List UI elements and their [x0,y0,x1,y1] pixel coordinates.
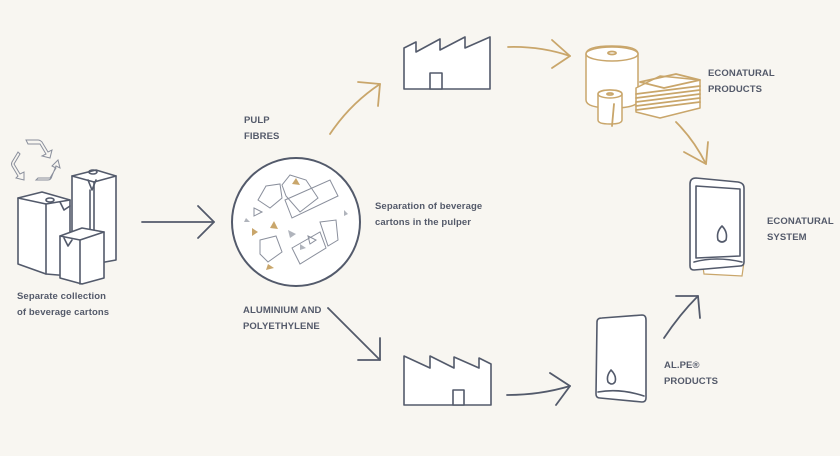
towel-dispenser-icon-system [689,177,745,277]
arrow-alpe-to-system [663,295,701,339]
arrow-to-pulper [141,205,215,239]
factory-icon-bottom [403,355,492,406]
arrow-factory-to-products [507,39,571,69]
arrow-products-to-system [675,121,709,165]
label-pulp-fibres: PULP FIBRES [244,115,280,142]
label-econatural-products: ECONATURAL PRODUCTS [708,68,775,95]
label-pulper-separation: Separation of beverage cartons in the pu… [375,201,483,228]
towel-dispenser-icon-alpe [595,314,647,403]
factory-icon-top [403,36,491,90]
label-alpe-products: AL.PE® PRODUCTS [664,360,719,387]
label-aluminium-polyethylene: ALUMINIUM AND POLYETHYLENE [243,305,322,332]
arrow-aluminium-to-factory [327,307,381,361]
pulper-icon [231,157,361,287]
arrow-pulp-to-factory [329,81,381,135]
arrow-factory-to-alpe [506,372,571,406]
recycle-icon [11,139,61,181]
label-econatural-system: ECONATURAL SYSTEM [767,216,834,243]
label-separate-collection: Separate collection of beverage cartons [17,291,110,318]
paper-rolls-icon [585,45,701,127]
beverage-cartons-icon [17,169,117,285]
